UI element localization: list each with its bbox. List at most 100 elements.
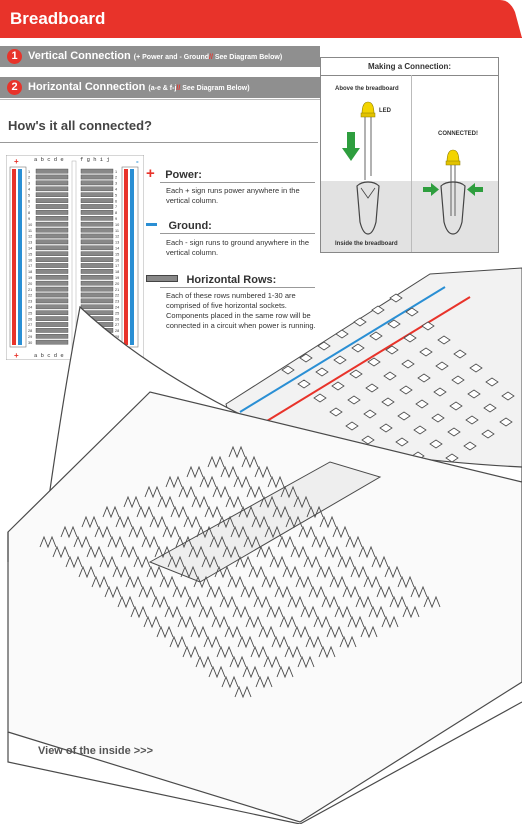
clip	[52, 545, 70, 559]
clip	[332, 525, 350, 539]
clip	[274, 585, 292, 599]
clip	[256, 545, 274, 559]
clip	[242, 665, 260, 679]
clip	[156, 625, 174, 639]
clip	[345, 535, 363, 549]
clip	[221, 675, 239, 689]
clip	[162, 525, 180, 539]
clip	[188, 545, 206, 559]
row-strip	[35, 269, 69, 274]
clip	[254, 465, 272, 479]
svg-text:21: 21	[115, 288, 119, 292]
clip	[264, 525, 282, 539]
row-strip	[80, 192, 114, 197]
clip	[220, 465, 238, 479]
row-strip	[80, 174, 114, 180]
clip	[339, 635, 357, 649]
clip	[279, 615, 297, 629]
clip	[259, 495, 277, 509]
row-strip	[35, 304, 69, 310]
vertical-connection-bar: 1 Vertical Connection (+ Power and - Gro…	[0, 46, 320, 67]
svg-text:19: 19	[28, 276, 32, 280]
svg-text:17: 17	[28, 264, 32, 268]
svg-text:9: 9	[28, 217, 30, 221]
svg-text:27: 27	[28, 323, 32, 327]
clip	[177, 615, 195, 629]
clip	[165, 475, 183, 489]
clip	[102, 505, 120, 519]
clip	[149, 515, 167, 529]
clip	[329, 575, 347, 589]
clip	[232, 605, 250, 619]
page-title: Breadboard	[10, 9, 106, 28]
clip	[214, 565, 232, 579]
step-number-1: 1	[7, 49, 22, 64]
row-strip	[35, 292, 69, 298]
row-strip	[80, 263, 114, 268]
clip	[209, 535, 227, 549]
clip	[159, 575, 177, 589]
row-strip	[80, 221, 114, 227]
clip	[300, 605, 318, 619]
clip	[255, 675, 273, 689]
clip	[360, 625, 378, 639]
clip	[185, 595, 203, 609]
squeeze-arrows-icon	[423, 183, 483, 196]
clip	[295, 575, 313, 589]
clip	[342, 585, 360, 599]
rows-title: Horizontal Rows:	[186, 274, 277, 286]
clip	[358, 545, 376, 559]
clip	[65, 555, 83, 569]
down-arrow-icon	[342, 132, 360, 161]
row-strip	[80, 198, 114, 203]
svg-text:13: 13	[115, 241, 119, 245]
svg-text:23: 23	[28, 300, 32, 304]
clip	[211, 615, 229, 629]
svg-text:7: 7	[28, 205, 30, 209]
horizontal-connection-bar: 2 Horizontal Connection (a-e & f-j// See…	[0, 77, 320, 98]
ground-text: Each - sign runs to ground anywhere in t…	[166, 238, 310, 257]
svg-text:4: 4	[28, 188, 30, 192]
clip	[384, 565, 402, 579]
row-strip	[80, 257, 114, 262]
step-number-2: 2	[7, 80, 22, 95]
svg-text:20: 20	[115, 282, 119, 286]
row-strip	[35, 198, 69, 203]
rail-stripe	[18, 169, 22, 345]
legend-rows: Horizontal Rows:	[146, 270, 276, 288]
svg-text:3: 3	[28, 182, 30, 186]
clip	[285, 515, 303, 529]
rail-stripe	[124, 169, 128, 345]
clip	[313, 615, 331, 629]
clip	[183, 515, 201, 529]
row-strip	[35, 333, 69, 339]
clip	[141, 535, 159, 549]
svg-text:14: 14	[115, 247, 119, 251]
title-banner	[0, 0, 522, 38]
clip	[186, 465, 204, 479]
svg-text:27: 27	[115, 323, 119, 327]
svg-text:7: 7	[115, 205, 117, 209]
clip	[321, 595, 339, 609]
svg-text:6: 6	[115, 199, 117, 203]
clip	[389, 595, 407, 609]
legend-ground: Ground:	[146, 216, 212, 234]
power-title: Power:	[165, 169, 202, 181]
clip	[423, 595, 441, 609]
svg-text:4: 4	[115, 188, 117, 192]
row-strip	[80, 233, 114, 239]
row-strip	[35, 251, 69, 256]
svg-text:24: 24	[115, 306, 119, 310]
vertical-connection-label: Vertical Connection	[28, 50, 131, 62]
rail-stripe	[12, 169, 16, 345]
svg-text:21: 21	[28, 288, 32, 292]
clip	[39, 535, 57, 549]
clip	[253, 595, 271, 609]
clip	[128, 525, 146, 539]
connected-label: CONNECTED!	[438, 131, 478, 137]
row-strip	[80, 204, 114, 209]
clip	[347, 615, 365, 629]
clip	[144, 485, 162, 499]
row-strip	[80, 292, 114, 298]
row-strip	[80, 245, 114, 251]
